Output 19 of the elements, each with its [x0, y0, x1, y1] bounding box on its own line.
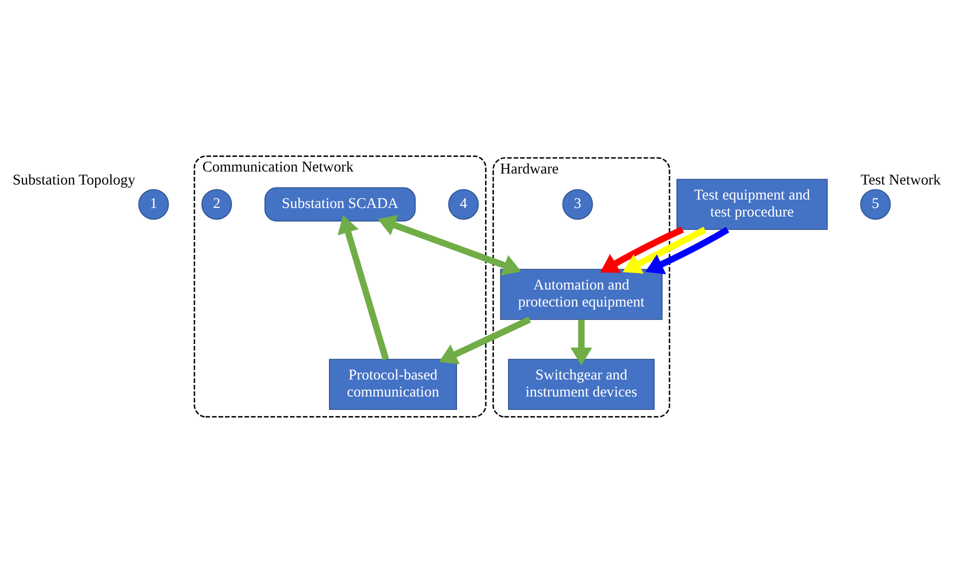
node-circle: 3 [562, 188, 593, 220]
arrow [645, 226, 730, 274]
node-circle: 1 [138, 188, 169, 220]
node-box: Substation SCADA [264, 186, 416, 222]
node-box: Test equipment and test procedure [676, 178, 828, 230]
node-label: Test Network [860, 172, 941, 188]
node-box: Protocol-based communication [328, 358, 458, 410]
node-circle: 4 [448, 188, 479, 220]
arrow [378, 214, 522, 276]
arrow [338, 214, 389, 360]
arrow [570, 319, 592, 365]
node-label: Substation Topology [12, 172, 136, 188]
arrow [438, 316, 531, 364]
node-box: Switchgear and instrument devices [508, 358, 655, 410]
node-circle: 5 [860, 188, 891, 220]
node-box: Automation and protection equipment [500, 268, 663, 320]
node-circle: 2 [201, 188, 232, 220]
arrow [600, 226, 684, 272]
arrow [622, 226, 706, 274]
